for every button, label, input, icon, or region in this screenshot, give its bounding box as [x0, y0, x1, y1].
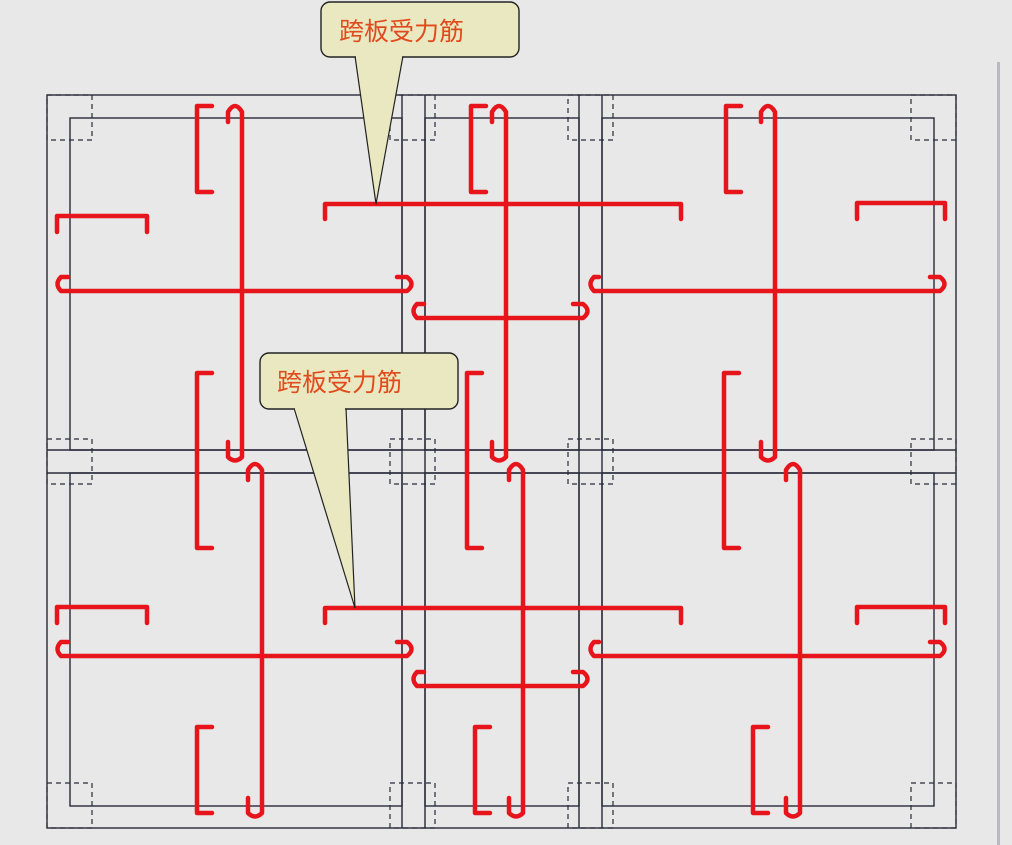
bottom-bar: [245, 461, 265, 819]
slab-panel: [424, 472, 580, 807]
cross-slab-bar: [322, 605, 684, 626]
support-bar: [194, 724, 215, 816]
callout-pointer: [293, 407, 356, 609]
bottom-bar: [783, 461, 803, 819]
rebar-layer: [54, 103, 948, 819]
support-bar: [723, 103, 744, 195]
support-bar: [854, 604, 948, 626]
support-bar: [472, 724, 493, 816]
support-bar: [464, 370, 485, 551]
bottom-bar: [588, 274, 947, 294]
support-bar: [54, 213, 150, 235]
support-bar: [194, 370, 215, 551]
support-bar: [854, 200, 948, 222]
bottom-bar: [55, 639, 414, 659]
callout-pointer: [354, 55, 404, 205]
callout-box: [259, 352, 459, 410]
callout-top: 跨板受力筋: [320, 1, 520, 205]
callout-box: [320, 1, 520, 58]
slab-panel: [601, 117, 935, 451]
bottom-bar: [506, 461, 526, 819]
slab-panel: [601, 472, 935, 807]
bottom-bar: [55, 274, 414, 294]
callout-label: 跨板受力筋: [339, 17, 464, 46]
support-bar: [721, 370, 742, 551]
support-bar: [750, 724, 771, 816]
callout-label: 跨板受力筋: [277, 368, 402, 397]
bottom-bar: [758, 103, 778, 463]
support-bar: [468, 103, 489, 195]
bottom-bar: [411, 669, 590, 689]
slab-panel: [69, 472, 403, 807]
column-outlines: [46, 94, 957, 829]
support-bar: [54, 604, 150, 626]
bottom-bar: [411, 301, 590, 321]
bottom-bar: [489, 103, 509, 463]
bottom-bar: [588, 639, 947, 659]
bottom-bar: [225, 103, 245, 463]
callout-bottom: 跨板受力筋: [259, 352, 459, 609]
cross-slab-bar: [322, 201, 684, 222]
support-bar: [194, 103, 215, 195]
vertical-scrollbar[interactable]: [997, 62, 1000, 845]
